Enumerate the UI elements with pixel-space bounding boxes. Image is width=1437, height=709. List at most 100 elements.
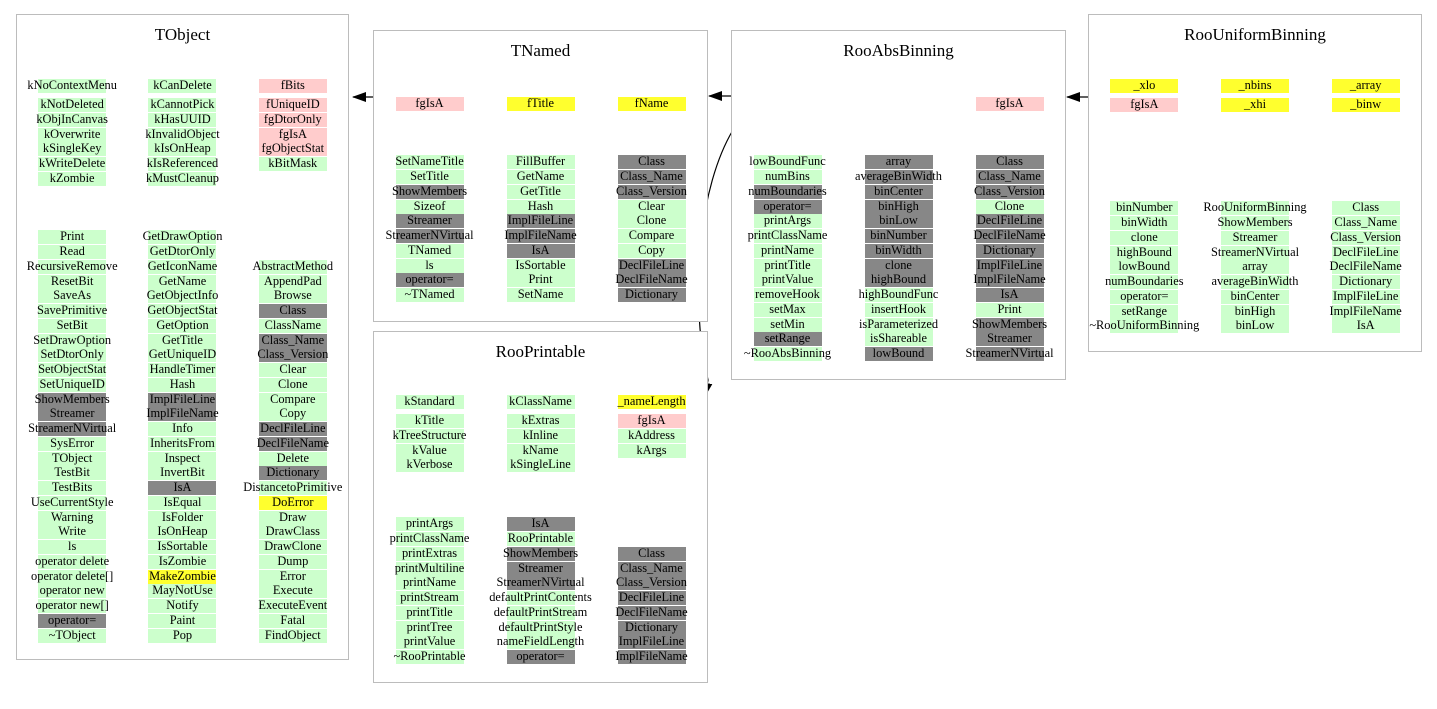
member-cell[interactable]: SetUniqueID — [38, 376, 107, 392]
member-cell[interactable]: SetNameTitle — [395, 154, 464, 170]
member-cell[interactable]: ~RooPrintable — [393, 649, 466, 665]
member-cell[interactable]: kNotDeleted — [38, 97, 107, 113]
member-cell[interactable]: fgIsA — [1110, 97, 1179, 113]
member-cell[interactable]: DeclFileName — [1329, 259, 1402, 275]
member-cell[interactable]: numBins — [753, 169, 822, 185]
member-cell[interactable]: nameFieldLength — [496, 634, 585, 650]
member-cell[interactable]: printValue — [395, 635, 464, 650]
member-cell[interactable]: HandleTimer — [148, 362, 217, 378]
member-cell[interactable]: Notify — [148, 598, 217, 614]
member-cell[interactable]: StreamerNVirtual — [385, 228, 474, 244]
member-cell[interactable]: binWidth — [864, 243, 933, 258]
member-cell[interactable]: ImplFileName — [973, 272, 1046, 288]
member-cell[interactable]: numBoundaries — [1105, 274, 1184, 290]
member-cell[interactable]: ClassName — [258, 318, 327, 333]
member-cell[interactable]: operator= — [38, 613, 107, 628]
member-cell[interactable]: TObject — [38, 451, 107, 466]
member-cell[interactable]: Copy — [258, 407, 327, 422]
member-cell[interactable]: kWriteDelete — [38, 156, 107, 172]
member-cell[interactable]: IsA — [148, 480, 217, 496]
member-cell[interactable]: ImplFileName — [615, 649, 688, 665]
member-cell[interactable]: fgObjectStat — [258, 142, 327, 157]
member-cell[interactable]: _binw — [1331, 97, 1400, 113]
member-cell[interactable]: RooPrintable — [506, 531, 575, 547]
member-cell[interactable]: Class_Name — [975, 169, 1044, 185]
member-cell[interactable]: IsA — [975, 287, 1044, 303]
member-cell[interactable]: IsEqual — [148, 495, 217, 510]
member-cell[interactable]: IsA — [1331, 319, 1400, 334]
member-cell[interactable]: Hash — [148, 377, 217, 392]
member-cell[interactable]: Class_Version — [974, 183, 1045, 199]
member-cell[interactable]: printClassName — [747, 228, 828, 244]
member-cell[interactable]: _xhi — [1221, 97, 1289, 113]
member-cell[interactable]: highBound — [1110, 245, 1179, 260]
member-cell[interactable]: Print — [506, 273, 575, 288]
member-cell[interactable]: ls — [395, 258, 464, 273]
member-cell[interactable]: setRange — [1110, 304, 1179, 319]
member-cell[interactable]: DeclFileLine — [258, 421, 327, 437]
member-cell[interactable]: TestBit — [38, 466, 107, 481]
member-cell[interactable]: printTitle — [753, 258, 822, 273]
member-cell[interactable]: kTreeStructure — [392, 427, 467, 443]
member-cell[interactable]: Pop — [148, 628, 217, 643]
member-cell[interactable]: highBoundFunc — [858, 287, 939, 303]
member-cell[interactable]: Class_Version — [257, 347, 329, 363]
member-cell[interactable]: ImplFileLine — [148, 391, 217, 407]
member-cell[interactable]: kArgs — [617, 443, 686, 458]
member-cell[interactable]: fgDtorOnly — [258, 112, 327, 127]
member-cell[interactable]: setMax — [753, 302, 822, 317]
member-cell[interactable]: Clone — [975, 199, 1044, 214]
member-cell[interactable]: binCenter — [864, 184, 933, 199]
member-cell[interactable]: Copy — [617, 243, 686, 258]
member-cell[interactable]: TNamed — [395, 243, 464, 258]
member-cell[interactable]: _nameLength — [617, 394, 686, 410]
member-cell[interactable]: IsA — [506, 243, 575, 258]
member-cell[interactable]: InvertBit — [148, 466, 217, 481]
member-cell[interactable]: GetTitle — [506, 184, 575, 199]
member-cell[interactable]: ImplFileName — [1329, 303, 1402, 319]
member-cell[interactable]: FillBuffer — [506, 155, 575, 170]
member-cell[interactable]: Dictionary — [1331, 274, 1400, 290]
member-cell[interactable]: DistancetoPrimitive — [243, 480, 343, 496]
member-cell[interactable]: TestBits — [38, 480, 107, 496]
member-cell[interactable]: DeclFileName — [615, 272, 688, 288]
member-cell[interactable]: Paint — [148, 613, 217, 628]
member-cell[interactable]: kExtras — [506, 413, 575, 429]
member-cell[interactable]: GetTitle — [148, 333, 217, 348]
member-cell[interactable]: Clone — [258, 377, 327, 392]
member-cell[interactable]: averageBinWidth — [855, 169, 942, 185]
member-cell[interactable]: defaultPrintContents — [489, 590, 592, 606]
member-cell[interactable]: numBoundaries — [748, 183, 827, 199]
member-cell[interactable]: Sizeof — [395, 199, 464, 214]
member-cell[interactable]: removeHook — [753, 287, 822, 303]
member-cell[interactable]: MakeZombie — [148, 568, 217, 584]
member-cell[interactable]: SetObjectStat — [38, 362, 107, 378]
member-cell[interactable]: DeclFileLine — [1331, 244, 1400, 260]
member-cell[interactable]: Warning — [38, 510, 107, 525]
member-cell[interactable]: SaveAs — [38, 289, 107, 304]
member-cell[interactable]: operator= — [506, 649, 575, 665]
member-cell[interactable]: ShowMembers — [391, 183, 468, 199]
member-cell[interactable]: Streamer — [395, 214, 464, 229]
member-cell[interactable]: FindObject — [258, 628, 327, 643]
member-cell[interactable]: MayNotUse — [148, 584, 217, 599]
member-cell[interactable]: ~RooUniformBinning — [1089, 318, 1200, 334]
member-cell[interactable]: kHasUUID — [148, 112, 217, 127]
member-cell[interactable]: Class_Version — [616, 183, 687, 199]
member-cell[interactable]: Clone — [617, 214, 686, 229]
member-cell[interactable]: kInvalidObject — [145, 126, 220, 142]
member-cell[interactable]: Class_Name — [258, 333, 327, 348]
member-cell[interactable]: operator new[] — [35, 598, 109, 614]
member-cell[interactable]: binLow — [864, 214, 933, 229]
member-cell[interactable]: lowBound — [1110, 260, 1179, 275]
member-cell[interactable]: _xlo — [1110, 79, 1179, 94]
member-cell[interactable]: Class — [258, 303, 327, 319]
member-cell[interactable]: Streamer — [38, 407, 107, 422]
member-cell[interactable]: ImplFileName — [146, 406, 219, 422]
member-cell[interactable]: ~TObject — [38, 628, 107, 643]
member-cell[interactable]: kOverwrite — [38, 127, 107, 142]
member-cell[interactable]: kName — [506, 443, 575, 458]
member-cell[interactable]: ShowMembers — [971, 316, 1048, 332]
member-cell[interactable]: DrawClass — [258, 525, 327, 540]
member-cell[interactable]: printArgs — [395, 517, 464, 532]
